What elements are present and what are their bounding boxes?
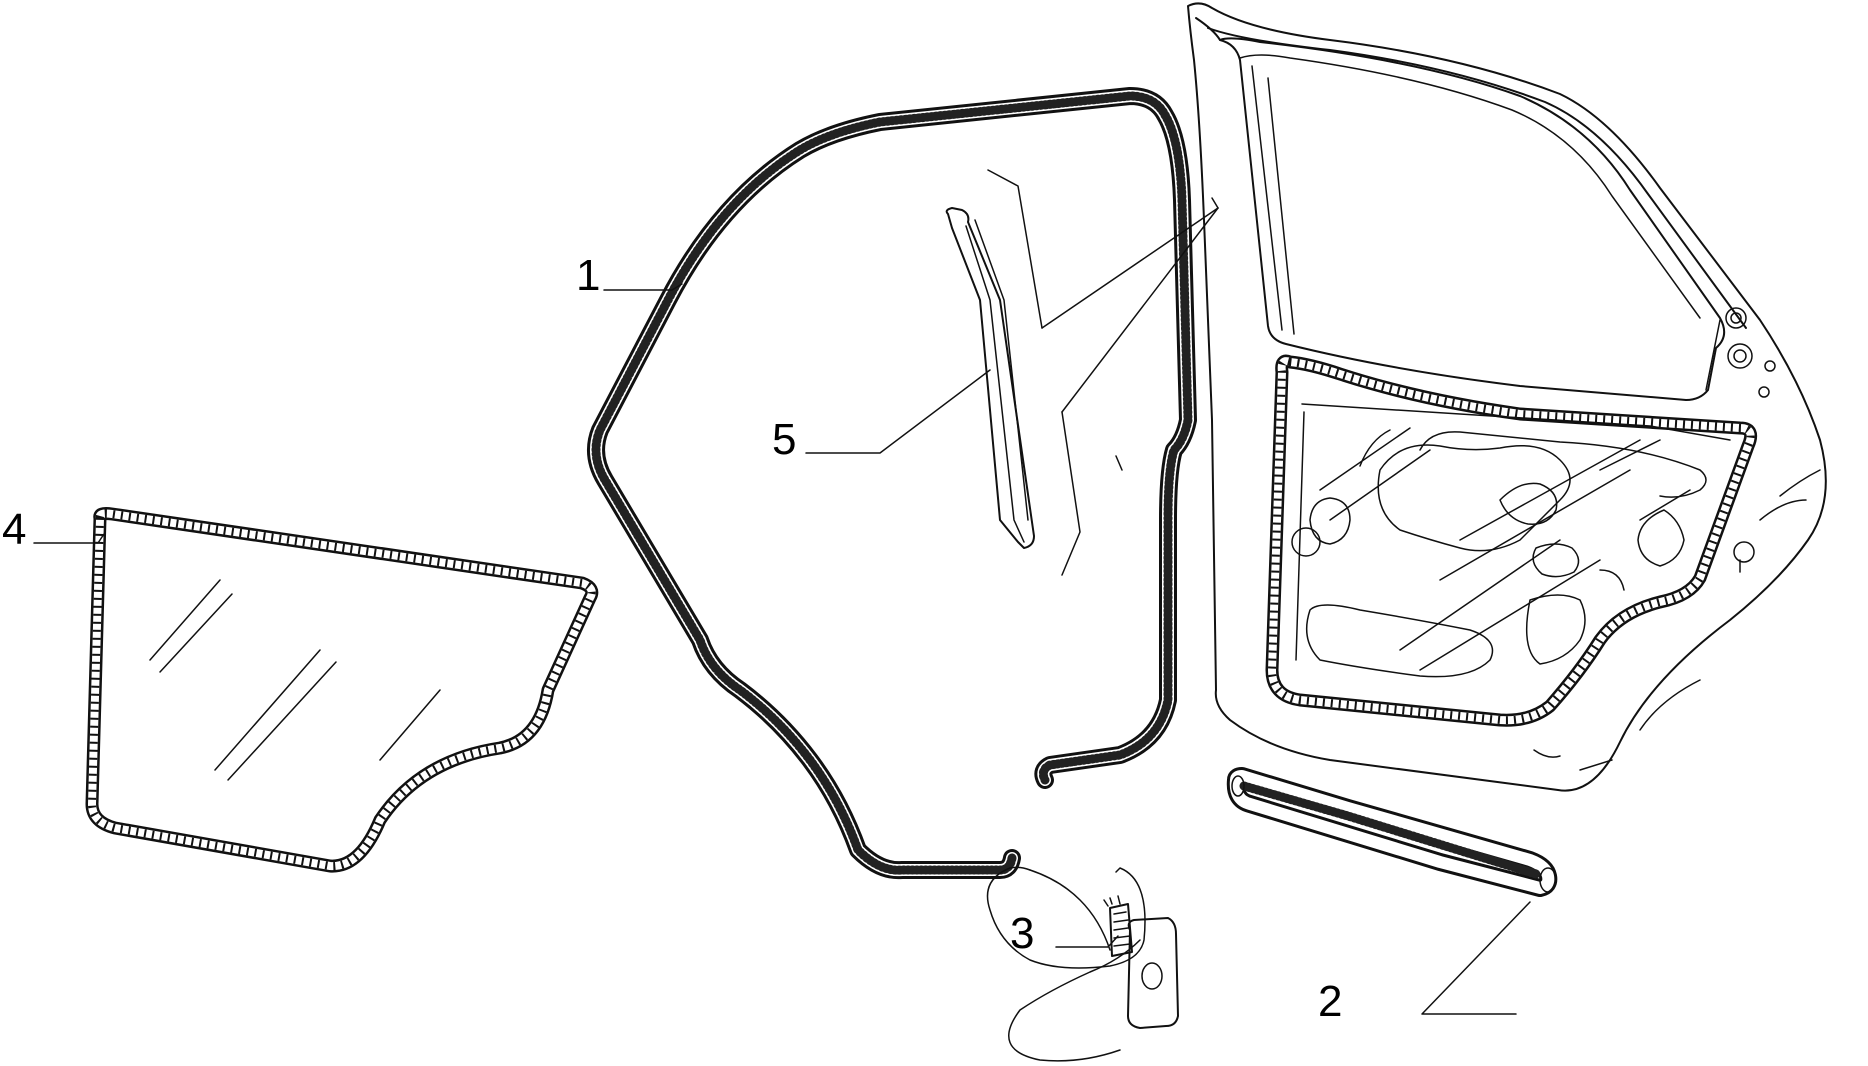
door-shell — [1187, 2, 1827, 792]
callout-part-5: 5 — [772, 415, 796, 464]
door-inner-seal — [1265, 354, 1758, 727]
leader-part-2 — [1421, 901, 1531, 1015]
glass-channel-part-5 — [945, 207, 1035, 549]
leader-part-1-ext — [1115, 455, 1123, 471]
leader-lines — [33, 283, 1531, 1015]
callout-part-1: 1 — [576, 251, 600, 300]
leader-part-1 — [603, 283, 683, 291]
door-inner-panel — [1291, 403, 1731, 678]
fixed-glass-outline — [987, 169, 1219, 576]
callout-part-3: 3 — [1010, 909, 1034, 958]
leader-part-5 — [805, 369, 991, 454]
belt-seal-part-2 — [1226, 767, 1558, 897]
leader-part-4 — [33, 533, 105, 544]
door-frame-seal-part-1 — [587, 87, 1197, 880]
clip-part-3 — [986, 866, 1179, 1062]
leader-part-3 — [1055, 935, 1119, 948]
window-glass-part-4 — [85, 507, 599, 873]
callout-part-2: 2 — [1318, 977, 1342, 1026]
callout-part-4: 4 — [2, 505, 26, 554]
